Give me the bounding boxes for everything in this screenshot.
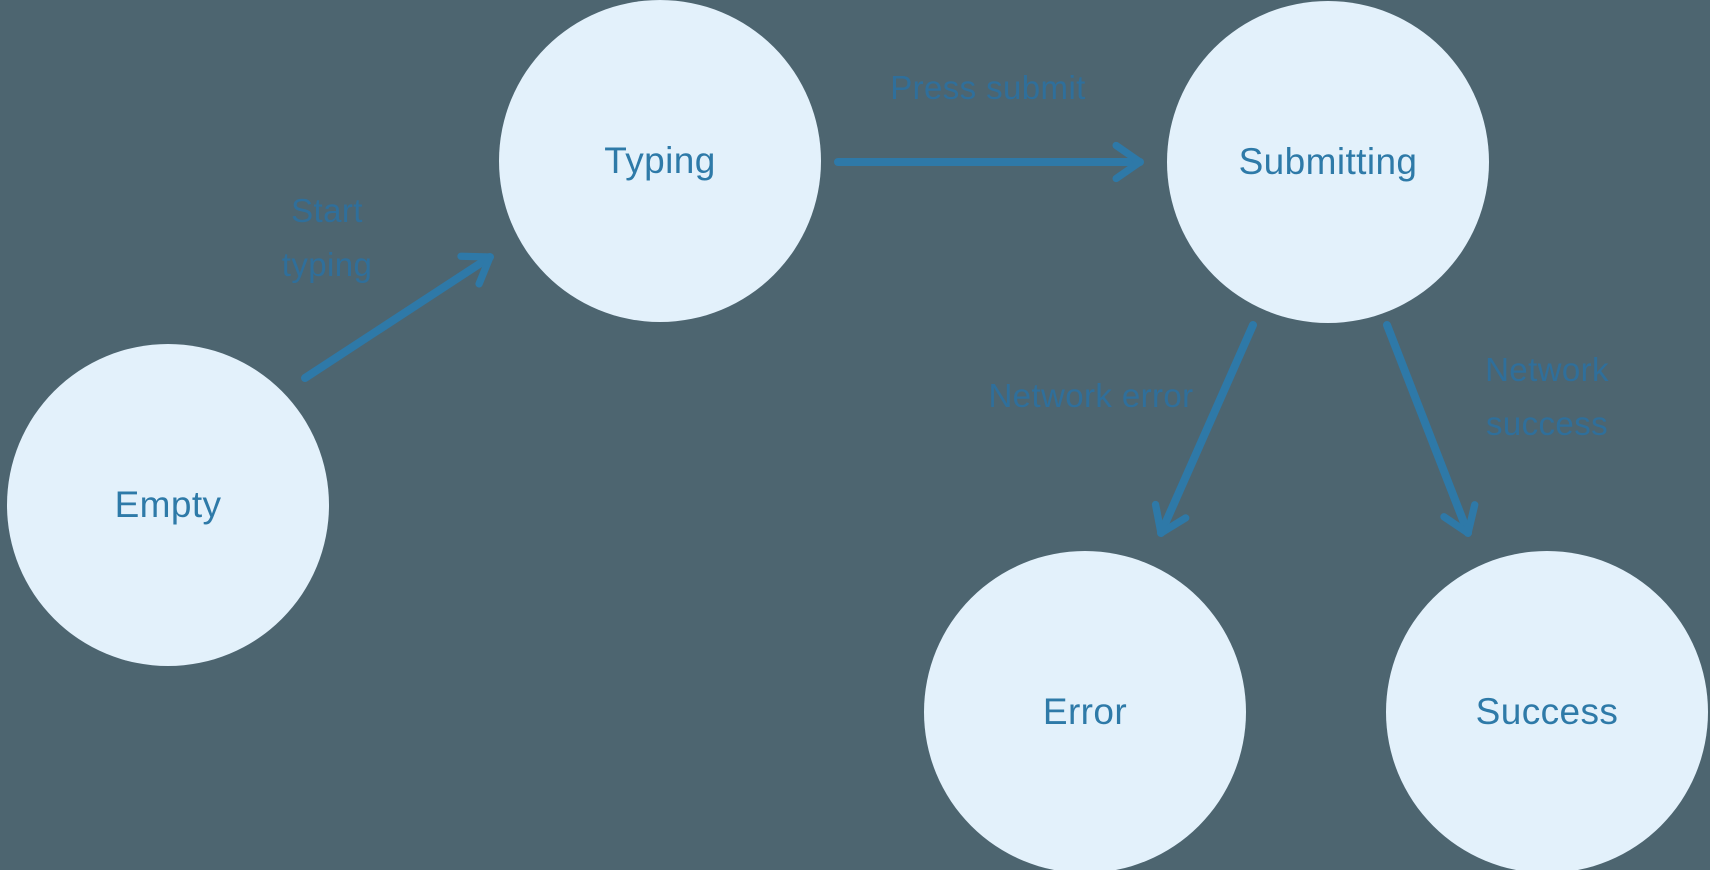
state-node-typing-label: Typing	[604, 140, 716, 181]
state-node-error: Error	[924, 551, 1246, 870]
state-node-typing: Typing	[499, 0, 821, 322]
edge-label-network-error: Network error	[988, 377, 1194, 414]
state-node-success-label: Success	[1475, 691, 1619, 732]
edge-label-start-typing: Start typing	[281, 192, 373, 283]
state-node-error-label: Error	[1042, 691, 1128, 732]
arrow-submitting-to-error	[1151, 321, 1257, 537]
state-node-success: Success	[1386, 551, 1708, 870]
edge-label-press-submit: Press submit	[890, 69, 1086, 106]
state-node-submitting: Submitting	[1167, 1, 1489, 323]
state-node-empty: Empty	[7, 344, 329, 666]
edge-label-network-success: Network success	[1485, 351, 1609, 442]
state-node-submitting-label: Submitting	[1238, 141, 1418, 182]
state-node-empty-label: Empty	[114, 484, 222, 525]
